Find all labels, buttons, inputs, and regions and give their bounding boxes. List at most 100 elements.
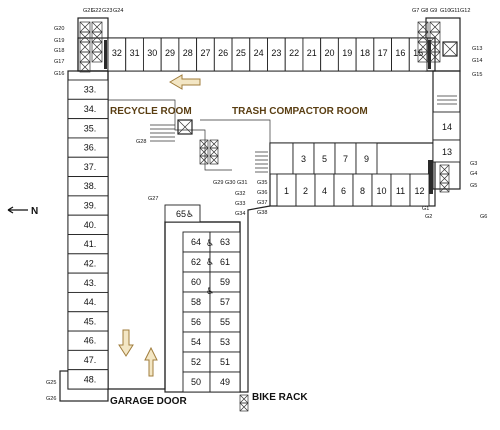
slot-label-43: 43. — [84, 278, 97, 288]
slot-label-53: 53 — [220, 337, 230, 347]
slot-label-8: 8 — [360, 186, 365, 196]
slot-label-59: 59 — [220, 277, 230, 287]
accessible-icon-62: ♿ — [206, 258, 214, 268]
slot-label-44: 44. — [84, 297, 97, 307]
locker-x-icon — [429, 21, 441, 33]
parking-slot-49 — [209, 371, 241, 393]
locker-x-icon — [199, 155, 209, 165]
slot-label-35: 35. — [84, 123, 97, 133]
slot-label-57: 57 — [220, 297, 230, 307]
storage-label-G37: G37 — [257, 200, 267, 206]
locker-x-icon — [91, 51, 103, 63]
slot-label-36: 36. — [84, 143, 97, 153]
storage-label-G9: G9 — [430, 8, 437, 14]
slot-label-28: 28 — [183, 48, 193, 58]
locker-x-icon — [199, 139, 209, 149]
storage-locker — [79, 61, 91, 73]
locker-x-icon — [417, 41, 429, 53]
locker-x-icon — [439, 173, 450, 184]
parking-slot-14 — [432, 111, 461, 141]
right-pillar — [428, 160, 433, 194]
direction-arrow-down — [118, 329, 134, 357]
storage-label-G25: G25 — [46, 380, 56, 386]
storage-label-G7: G7 — [412, 8, 419, 14]
center-utility — [269, 142, 294, 175]
trash-compactor-room-label: TRASH COMPACTOR ROOM — [232, 106, 368, 117]
slot-label-61: 61 — [220, 257, 230, 267]
locker-x-icon — [79, 31, 91, 43]
locker-x-icon — [429, 31, 441, 43]
locker-x-icon — [79, 61, 91, 73]
slot-label-50: 50 — [191, 377, 201, 387]
slot-label-40: 40. — [84, 220, 97, 230]
direction-arrow-left — [169, 74, 201, 90]
slot-label-49: 49 — [220, 377, 230, 387]
slot-label-25: 25 — [236, 48, 246, 58]
storage-label-G2: G2 — [425, 214, 432, 220]
storage-label-G36: G36 — [257, 190, 267, 196]
slot-label-16: 16 — [395, 48, 405, 58]
accessible-icon: ♿ — [186, 210, 194, 220]
slot-label-22: 22 — [289, 48, 299, 58]
locker-x-icon — [429, 51, 441, 63]
locker-x-icon — [417, 51, 429, 63]
storage-lockers — [79, 21, 450, 412]
storage-label-G30: G30 — [225, 180, 235, 186]
slot-label-46: 46. — [84, 336, 97, 346]
slot-label-6: 6 — [341, 186, 346, 196]
slot-label-24: 24 — [254, 48, 264, 58]
stairs-icon — [150, 95, 457, 173]
storage-label-G31: G31 — [237, 180, 247, 186]
slot-label-11: 11 — [396, 186, 405, 196]
storage-label-G29: G29 — [213, 180, 223, 186]
locker-x-icon — [239, 402, 249, 412]
storage-label-G23: G23 — [102, 8, 112, 14]
slot-label-7: 7 — [343, 154, 348, 164]
locker-x-icon — [439, 182, 450, 193]
storage-label-G35: G35 — [257, 180, 267, 186]
storage-label-G14: G14 — [472, 58, 482, 64]
slot-label-51: 51 — [220, 357, 230, 367]
storage-locker — [91, 51, 103, 63]
storage-locker — [439, 182, 450, 193]
slot-label-48: 48. — [84, 374, 97, 384]
north-label: N — [31, 206, 38, 217]
slot-label-23: 23 — [271, 48, 281, 58]
locker-x-icon — [429, 41, 441, 53]
locker-x-icon — [417, 21, 429, 33]
accessible-icon-64: ♿ — [206, 239, 214, 249]
slot-label-56: 56 — [191, 317, 201, 327]
storage-label-G28: G28 — [136, 139, 146, 145]
storage-label-G5: G5 — [470, 183, 477, 189]
direction-arrow-up — [144, 346, 158, 377]
slot-label-60: 60 — [191, 277, 201, 287]
slot-label-62: 62 — [191, 257, 201, 267]
storage-label-G12: G12 — [460, 8, 470, 14]
storage-label-G1: G1 — [422, 206, 429, 212]
storage-label-G26: G26 — [46, 396, 56, 402]
elevator-x-icon — [177, 119, 193, 135]
slot-label-20: 20 — [325, 48, 335, 58]
slot-label-18: 18 — [360, 48, 370, 58]
storage-label-G17: G17 — [54, 59, 64, 65]
north-arrow-icon — [7, 206, 28, 214]
storage-label-G10: G10 — [440, 8, 450, 14]
locker-x-icon — [79, 21, 91, 33]
slot-label-41: 41. — [84, 239, 97, 249]
elevator-box-right — [442, 41, 458, 57]
interior-path-2 — [200, 119, 271, 143]
storage-label-G18: G18 — [54, 48, 64, 54]
storage-label-G22: G22 — [91, 8, 101, 14]
slot-label-58: 58 — [191, 297, 201, 307]
slot-label-9: 9 — [364, 154, 369, 164]
garage-door-label: GARAGE DOOR — [110, 396, 187, 407]
slot-label-42: 42. — [84, 258, 97, 268]
slot-label-2: 2 — [303, 186, 308, 196]
parking-slot-13 — [432, 139, 461, 163]
locker-x-icon — [417, 31, 429, 43]
storage-label-G19: G19 — [54, 38, 64, 44]
